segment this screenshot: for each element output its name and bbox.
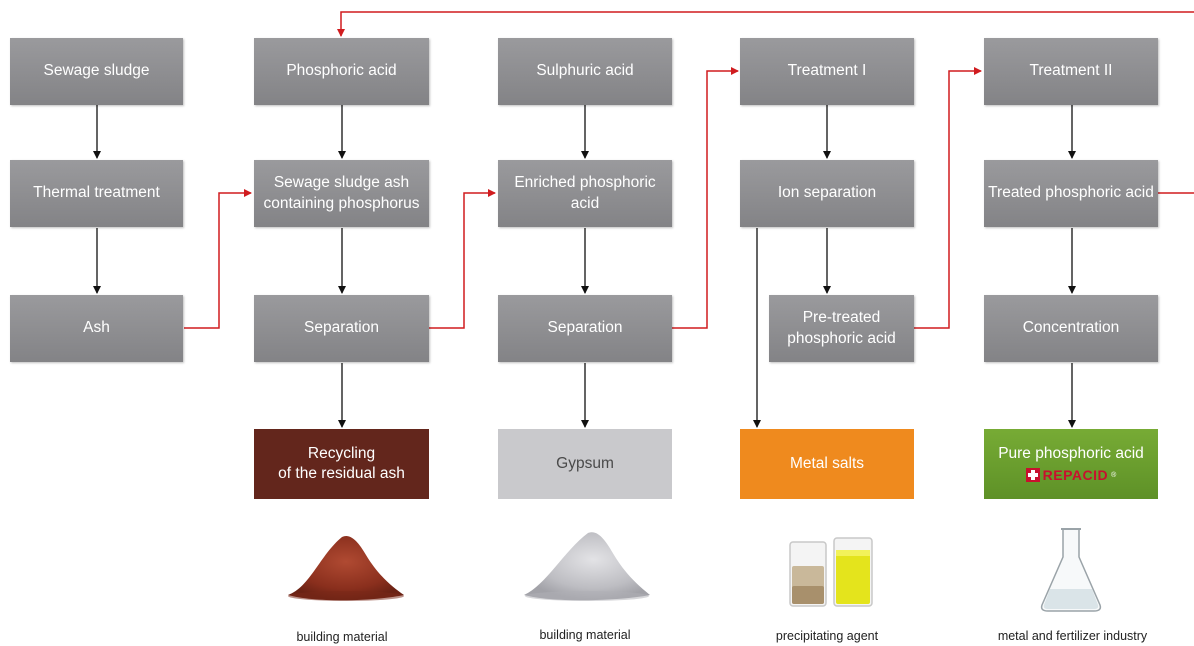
caption-precipitating-agent: precipitating agent [775,629,879,643]
caption-building-material-1: building material [296,630,388,644]
red-arrow-pretreated-to-treatment2 [914,67,982,329]
box-enriched-phosphoric-acid: Enriched phosphoric acid [498,160,672,227]
red-arrow-sep-to-enriched [429,189,496,329]
box-pure-phosphoric-acid: Pure phosphoric acid REPACID® [984,429,1158,499]
box-treatment-1: Treatment I [740,38,914,105]
box-treated-phosphoric-acid: Treated phosphoric acid [984,160,1158,227]
repacid-logo: REPACID® [1025,466,1117,484]
pure-phosphoric-acid-label: Pure phosphoric acid [998,444,1144,462]
box-separation-1: Separation [254,295,429,362]
red-ash-pile-image [288,535,404,601]
box-concentration: Concentration [984,295,1158,362]
red-arrow-sep-to-treatment1 [672,67,739,329]
box-sewage-sludge-ash: Sewage sludge ash containing phosphorus [254,160,429,227]
caption-building-material-2: building material [539,628,631,642]
erlenmeyer-flask-image [1040,528,1102,612]
caption-metal-fertilizer-industry: metal and fertilizer industry [997,629,1148,643]
gypsum-pile-image [524,532,650,601]
box-pretreated-phosphoric-acid: Pre-treated phosphoric acid [769,295,914,362]
beakers-image [789,537,873,607]
box-recycling-residual-ash: Recycling of the residual ash [254,429,429,499]
box-phosphoric-acid: Phosphoric acid [254,38,429,105]
repacid-brand: REPACID [1042,466,1109,483]
box-sulphuric-acid: Sulphuric acid [498,38,672,105]
red-arrow-top-return [337,11,1194,37]
box-separation-2: Separation [498,295,672,362]
box-gypsum: Gypsum [498,429,672,499]
box-metal-salts: Metal salts [740,429,914,499]
box-sewage-sludge: Sewage sludge [10,38,183,105]
box-ash: Ash [10,295,183,362]
registered-mark: ® [1111,471,1117,479]
box-treatment-2: Treatment II [984,38,1158,105]
box-ion-separation: Ion separation [740,160,914,227]
red-arrow-ash-to-sludgeash [184,189,252,329]
repacid-cross-icon [1025,468,1040,483]
box-thermal-treatment: Thermal treatment [10,160,183,227]
